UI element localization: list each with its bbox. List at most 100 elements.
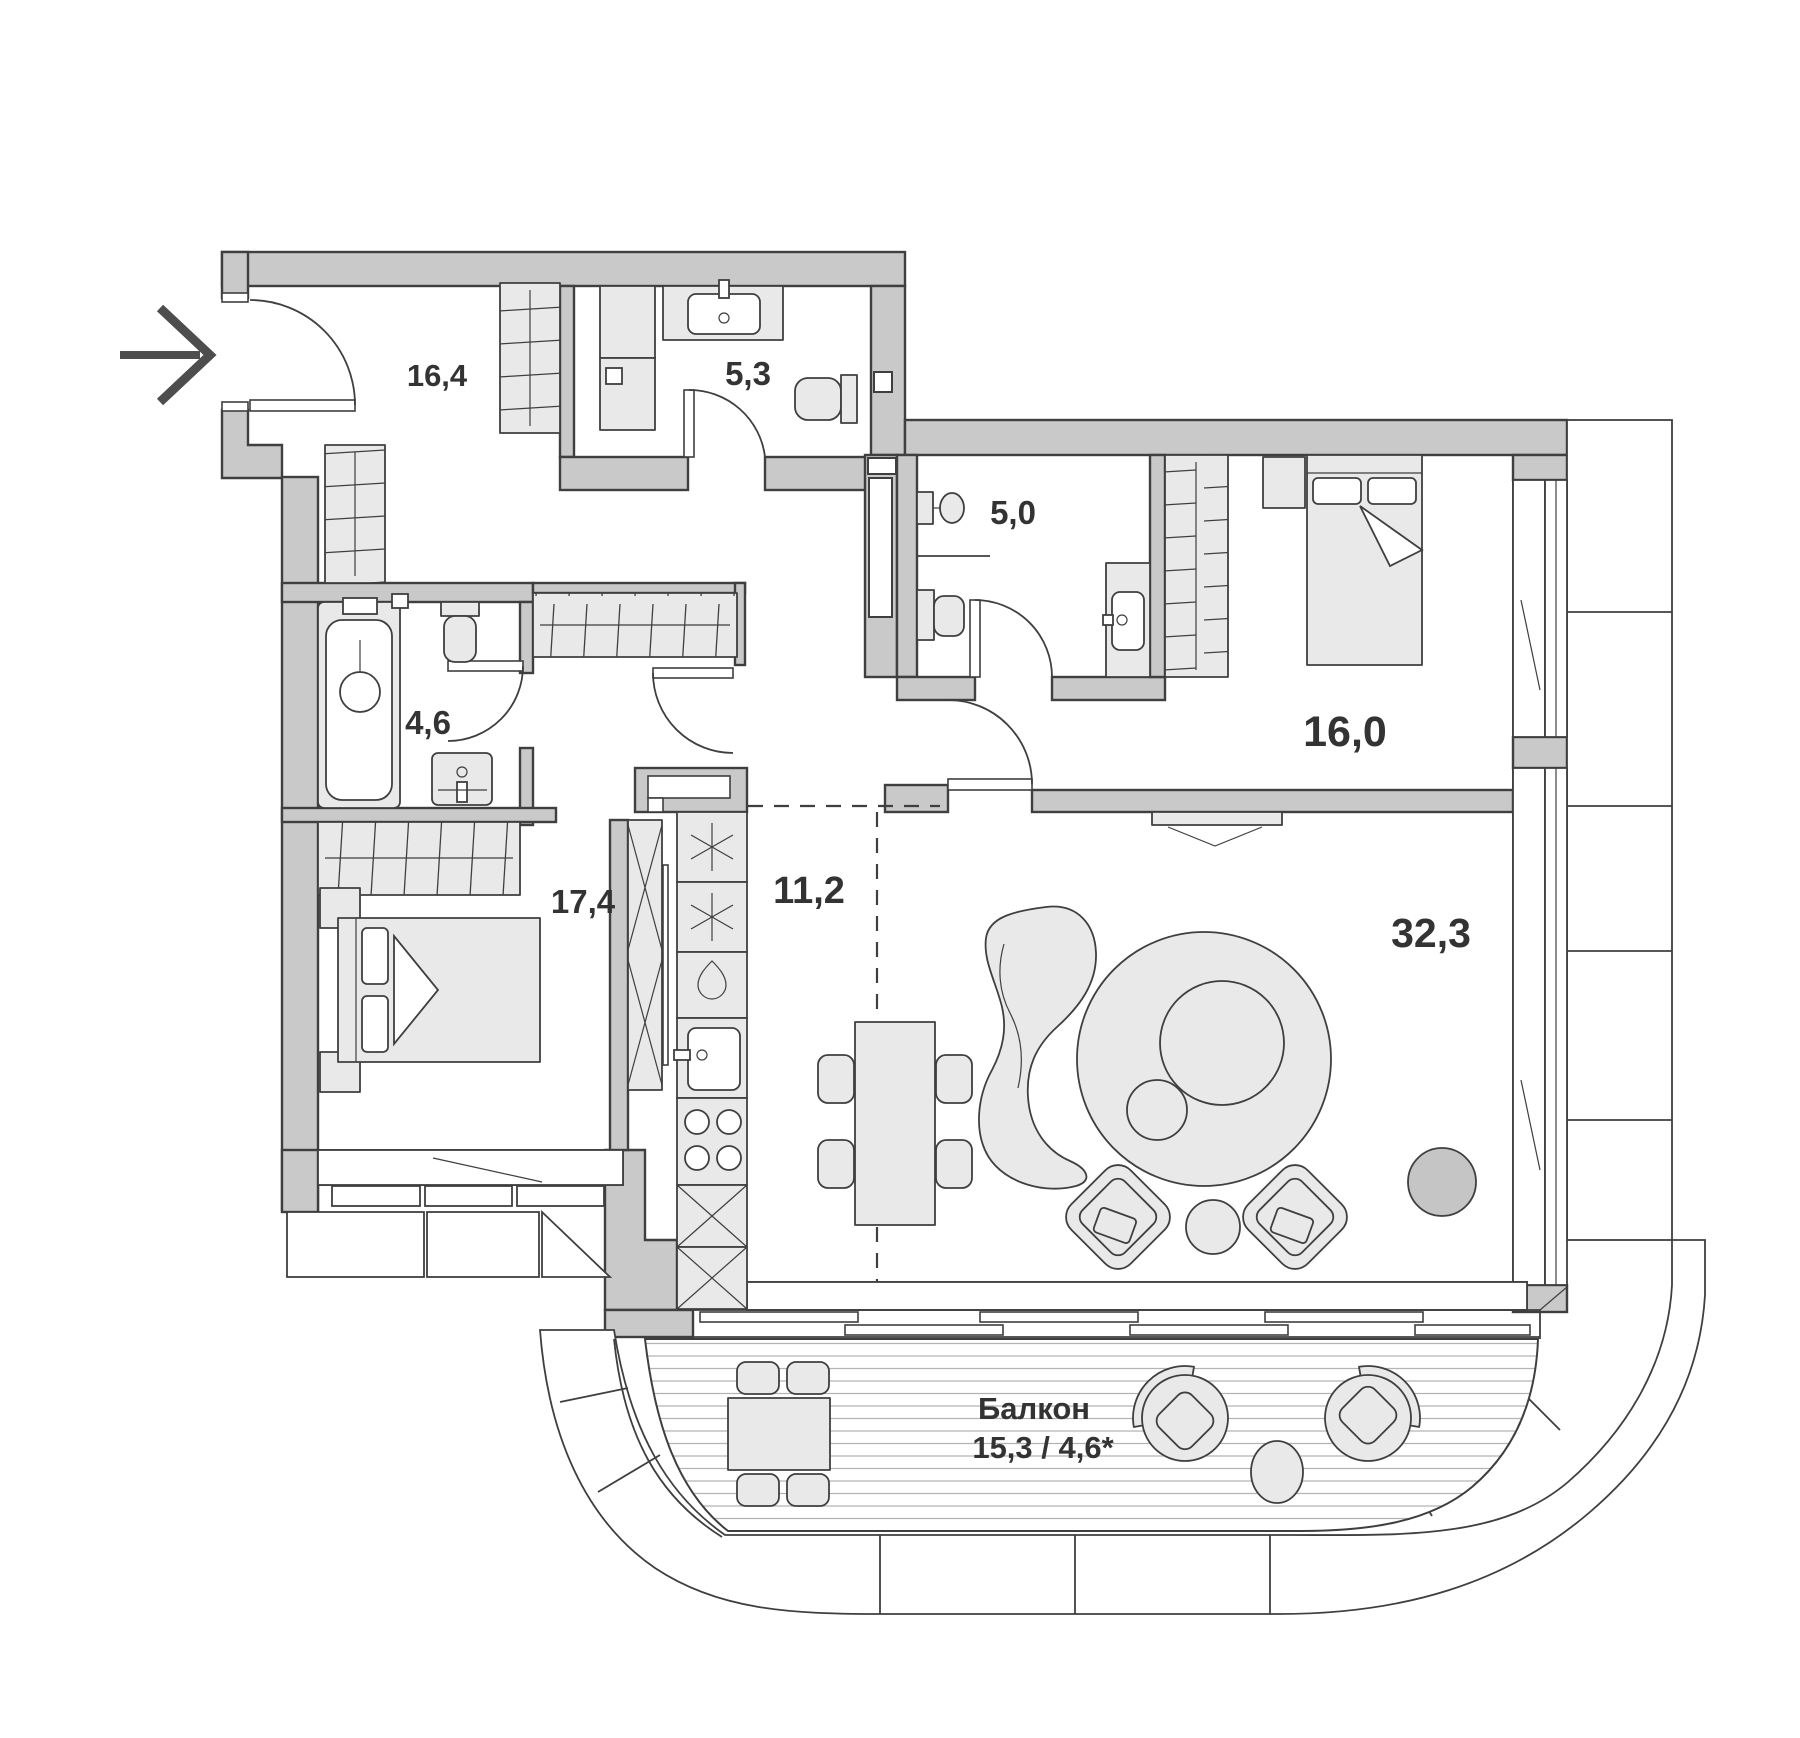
wall-bath50-right [1148,453,1167,679]
lounge-chair-icon [1132,1365,1229,1462]
wall-bath46-bottom [280,806,558,824]
living-room-furniture [817,811,1477,1270]
chair-icon [736,1361,780,1395]
blanket-fold [393,933,440,1047]
windows [317,479,1568,1339]
deck-boards [643,1338,1540,1532]
label-bathroom-top: 5,3 [725,355,771,392]
entry-arrow-icon [120,304,217,406]
toilet-tank [840,374,858,424]
bay-parapet-diagonal [541,1209,613,1278]
sink-icon [939,492,965,524]
lounge-chair-icon [1324,1365,1421,1462]
pouf-icon [1185,1199,1241,1255]
wall-bath46-right-b [518,746,535,827]
window-panel [844,1324,1004,1336]
tv-stand [1167,826,1263,847]
bathroom-master-fixtures [916,491,1151,678]
doors [221,292,1053,791]
facade [286,419,1706,1615]
window-bedroom17-a [331,1185,421,1207]
door-leaf-corridor [652,667,734,679]
door-swing-corridor [652,672,734,754]
window-bedroom17-c [516,1185,605,1207]
pillow-icon [1312,477,1362,505]
window-panel [1129,1324,1289,1336]
door-jamb [221,401,249,412]
window-panel [699,1311,859,1323]
wall-bedroom16-living [1030,788,1515,814]
toilet-icon [933,595,965,637]
sofa-seam [999,943,1022,1089]
bay-parapet-a [286,1211,425,1278]
sofa-icon [978,905,1097,1190]
balcony-deck [613,1338,1540,1538]
drop-icon [697,960,727,1000]
dining-table-icon [854,1021,936,1226]
label-bathroom-left: 4,6 [405,704,451,741]
bedroom-left-furniture [317,821,541,1093]
armchair-icon [1065,1164,1171,1270]
coffee-table-icon [1159,980,1285,1106]
niche-2 [647,797,664,813]
faucet-icon [718,279,730,299]
bay-parapet-b [426,1211,540,1278]
label-balcony-name: Балкон [978,1391,1090,1426]
chair-icon [935,1139,973,1189]
sink-bracket [916,491,934,525]
wall-step-right [869,284,907,457]
machine-door [605,367,623,385]
faucet-icon [456,781,468,803]
wall-living-jamb [883,783,950,814]
chair-icon [817,1139,855,1189]
label-kitchen: 11,2 [773,870,845,912]
cabinet-door-line [662,864,669,1066]
bedroom-right-furniture [1164,454,1424,678]
wall-between-windows [1511,735,1569,770]
label-living-room: 32,3 [1391,910,1471,956]
label-balcony-area: 15,3 / 4,6* [972,1430,1114,1465]
kitchen-furniture [627,811,748,1310]
toilet-tank [916,589,935,641]
chair-icon [786,1361,830,1395]
washing-machine-icon [599,285,656,359]
label-bathroom-master: 5,0 [990,494,1036,531]
faucet-icon [1102,614,1114,626]
wall-top-right-block [903,418,1569,457]
door-leaf-living [947,778,1033,791]
kitchen-sink-icon [687,1027,741,1091]
balcony-table-icon [727,1397,831,1471]
zone-boundary [748,804,940,1282]
door-swing-bath46 [447,665,524,742]
sink-icon [687,293,761,335]
corridor-closet [532,592,738,658]
balcony-furniture [727,1361,1421,1507]
wall-bedroom17-right [608,818,630,1152]
bathroom-top-fixtures [599,279,858,431]
bath-faucet [342,597,378,615]
label-bedroom-right: 16,0 [1303,708,1387,756]
window-bedroom17-b [424,1185,513,1207]
toilet-icon [794,377,842,421]
entry-door-swing [249,299,356,406]
vent-shaft-small [867,457,897,475]
wall-left-corner [220,408,284,480]
chair-icon [817,1054,855,1104]
door-swing-living [947,699,1033,785]
bathtub-drain [339,671,381,713]
side-table-icon [1126,1079,1188,1141]
door-leaf-bath53 [683,389,695,458]
room-labels: 16,4 5,3 5,0 16,0 4,6 17,4 11,2 32,3 Бал… [405,355,1471,1465]
nightstand-icon [1262,456,1306,509]
plant-icon [1407,1147,1477,1217]
hob-icon [676,1097,748,1186]
tv-icon [1151,811,1283,826]
deck-edge-line [613,1338,723,1538]
toilet-icon [443,615,477,663]
wall-window-corner-top [1511,453,1569,482]
dishwasher-icon [676,951,748,1019]
wall-bath53-left [558,284,576,459]
pillow-icon [361,995,389,1053]
